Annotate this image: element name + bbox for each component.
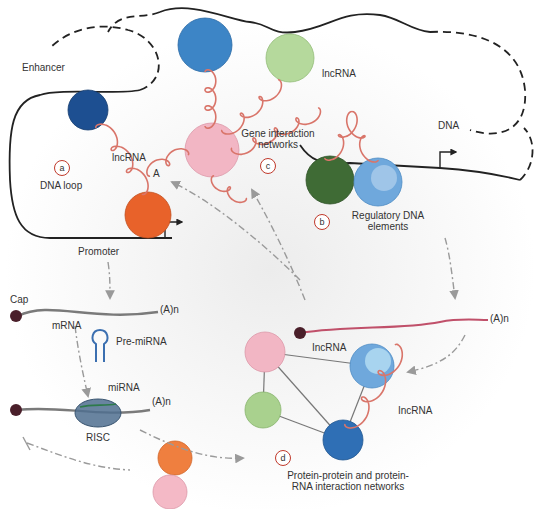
callout-letter: a — [54, 160, 70, 176]
callout-text: b — [319, 218, 324, 227]
flow-arrow — [140, 430, 243, 458]
flow-arrow — [408, 335, 465, 372]
network-light-blue — [350, 344, 394, 388]
callout-letter: c — [260, 158, 276, 174]
label-text: (A)n — [490, 313, 509, 324]
flow-arrow — [75, 326, 88, 396]
mrna-cap — [10, 310, 22, 322]
promoter-protein — [125, 192, 171, 238]
blue-protein — [178, 18, 232, 72]
label-text: Regulatory DNA elements — [345, 210, 431, 232]
dna-line-dashed — [50, 27, 159, 90]
label-text: IncRNA — [312, 342, 346, 353]
transcripts — [10, 310, 488, 427]
inhibition-line — [27, 443, 130, 470]
label-text: Pre-miRNA — [116, 336, 167, 347]
light-blue-highlight — [371, 165, 397, 191]
flow-arrow — [172, 182, 300, 280]
rna-loops — [96, 70, 403, 428]
callout-letter: b — [314, 214, 330, 230]
free-orange — [158, 441, 192, 475]
green-protein — [266, 34, 314, 82]
dna-line-dashed — [430, 32, 525, 134]
network-pink — [245, 332, 285, 372]
inhibition-bar — [23, 437, 30, 450]
callout-text: d — [280, 454, 285, 463]
label-text: Promoter — [78, 246, 119, 257]
dna-line — [10, 90, 172, 238]
flow-arrows — [23, 182, 465, 470]
callout-text: c — [266, 162, 271, 171]
label-text: (A)n — [152, 396, 171, 407]
promoter-flag — [440, 152, 456, 168]
mrna-strand — [18, 310, 158, 316]
label-text: Cap — [10, 294, 28, 305]
mirna-strand — [80, 404, 116, 407]
lncrna-cap — [294, 327, 306, 339]
dark-green-protein — [306, 156, 354, 204]
rna-loop — [205, 70, 216, 128]
flow-arrow — [252, 190, 305, 300]
label-text: IncRNA — [398, 405, 432, 416]
pre-mirna-hairpin — [93, 330, 108, 362]
rna-loop — [222, 80, 282, 134]
rna-loop — [347, 112, 378, 162]
rna-loop — [345, 344, 402, 428]
rna-loop — [231, 108, 320, 154]
network-green — [245, 392, 281, 428]
label-text: mRNA — [52, 320, 81, 331]
free-pink — [153, 475, 187, 509]
label-text: A — [153, 168, 160, 179]
network-light-blue-inner — [365, 348, 391, 374]
dna-strand — [10, 8, 533, 238]
dna-line-dashed — [108, 12, 160, 32]
label-text: lncRNA — [112, 152, 146, 163]
flow-arrow — [445, 238, 455, 298]
label-text: RISC — [86, 432, 110, 443]
rna-loop — [211, 176, 246, 202]
label-text: miRNA — [108, 382, 140, 393]
callout-letter: d — [275, 450, 291, 466]
flow-arrow — [108, 262, 110, 298]
label-text: Protein-protein and protein-RNA interact… — [286, 470, 410, 492]
label-text: lncRNA — [322, 68, 356, 79]
label-text: DNA — [438, 120, 459, 131]
risc-complex — [75, 399, 121, 427]
mrna-cap — [10, 404, 22, 416]
background-glow — [5, 25, 535, 509]
rna-loop — [96, 124, 148, 194]
rna-loop — [325, 112, 357, 161]
protein-circles — [68, 18, 402, 238]
label-text: (A)n — [160, 304, 179, 315]
light-blue-protein — [354, 158, 402, 206]
label-text: DNA loop — [40, 180, 82, 191]
label-text: Gene interaction networks — [236, 128, 320, 150]
label-text: Enhancer — [22, 62, 65, 73]
callout-text: a — [59, 164, 64, 173]
lncrna-strand — [300, 320, 488, 334]
dna-line-dashed — [520, 128, 533, 180]
